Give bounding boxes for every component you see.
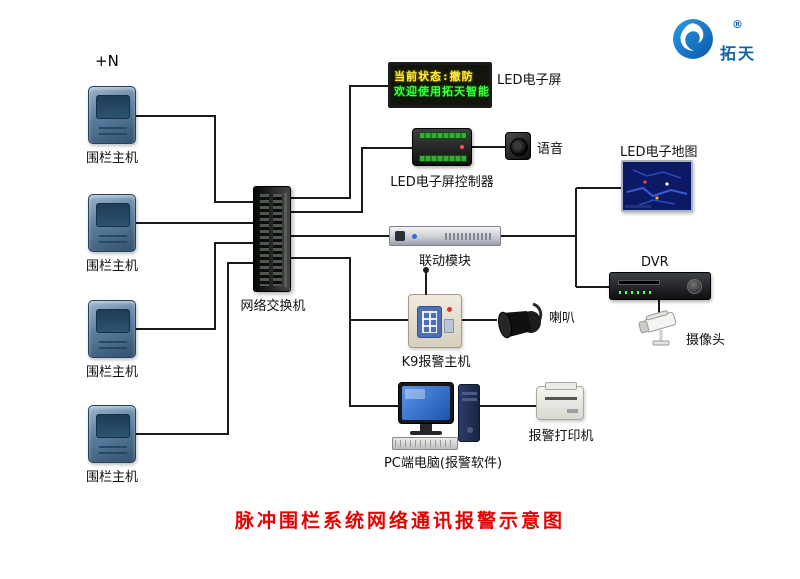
dvr-knob — [687, 279, 702, 294]
k9-display — [444, 319, 454, 333]
pc-monitor — [398, 382, 454, 424]
fence-host-vent — [99, 241, 127, 243]
horn-speaker-device — [497, 298, 547, 342]
module-chip — [395, 231, 405, 241]
fence-host-vent — [99, 133, 127, 135]
dvr-leds — [619, 291, 653, 294]
led-map-device — [621, 160, 693, 212]
camera-device — [636, 308, 684, 350]
speaker-cone — [510, 138, 528, 156]
tower-power-button — [467, 427, 473, 433]
k9-alarm-host-label: K9报警主机 — [401, 355, 471, 370]
led-screen-label: LED电子屏 — [497, 73, 562, 88]
horn-speaker-icon — [498, 302, 543, 339]
led-controller-label: LED电子屏控制器 — [390, 175, 494, 190]
printer-lid — [545, 382, 577, 390]
switch-ports — [260, 194, 269, 286]
terminal-block — [419, 155, 467, 162]
linkage-module-label: 联动模块 — [418, 254, 471, 269]
fence-host-label-4: 围栏主机 — [85, 470, 138, 485]
voice-speaker-device — [505, 132, 531, 160]
fence-host-count-label: +N — [95, 52, 119, 70]
fence-host-label-3: 围栏主机 — [85, 365, 138, 380]
fence-host-vent — [99, 127, 127, 129]
printer-label: 报警打印机 — [528, 429, 594, 444]
fence-host-device-4 — [88, 405, 136, 463]
fence-host-label-1: 围栏主机 — [85, 151, 138, 166]
k9-alarm-host-device — [408, 267, 462, 348]
alarm-printer-device — [536, 382, 584, 420]
fence-host-vent — [99, 341, 127, 343]
fence-host-vent — [99, 446, 127, 448]
pc-monitor-stand — [420, 424, 432, 432]
printer-paper-slot — [545, 397, 577, 400]
network-switch-device — [253, 186, 291, 292]
registered-mark: ® — [732, 18, 743, 31]
diagram-title: 脉冲围栏系统网络通讯报警示意图 — [234, 510, 565, 532]
antenna — [423, 267, 429, 295]
network-switch-label: 网络交换机 — [240, 299, 306, 314]
fence-host-label-2: 围栏主机 — [85, 259, 138, 274]
horn-label: 喇叭 — [549, 311, 576, 326]
led-map-label: LED电子地图 — [620, 145, 698, 160]
led-screen-device: 当前状态:撤防 欢迎使用拓天智能 — [388, 62, 492, 108]
led-screen-text-line2: 欢迎使用拓天智能 — [394, 85, 490, 98]
dvr-label: DVR — [641, 255, 669, 270]
keypad — [417, 306, 442, 338]
tower-drive-bay — [462, 392, 477, 395]
dvr-disc-slot — [618, 280, 660, 285]
fence-host-device-1 — [88, 86, 136, 144]
switch-edge — [284, 193, 287, 287]
module-vents — [445, 233, 493, 240]
tower-drive-bay — [462, 398, 477, 401]
map-graphic — [623, 162, 691, 210]
fence-host-vent — [99, 235, 127, 237]
brand-logo: ® 拓天 — [672, 18, 782, 72]
fence-host-vent — [99, 347, 127, 349]
fence-host-device-2 — [88, 194, 136, 252]
led-screen-text-line1: 当前状态:撤防 — [394, 70, 474, 84]
pc-keyboard — [392, 437, 458, 450]
fence-host-vent — [99, 452, 127, 454]
fence-host-panel — [96, 414, 130, 438]
status-led — [460, 145, 464, 149]
keypad-keys — [422, 311, 437, 333]
fence-host-panel — [96, 309, 130, 333]
module-led — [412, 234, 417, 239]
switch-ports — [273, 194, 282, 286]
fence-host-panel — [96, 203, 130, 227]
printer-panel — [567, 409, 578, 413]
fence-host-panel — [96, 95, 130, 119]
voice-label: 语音 — [537, 142, 564, 157]
pc-monitor-screen — [402, 386, 450, 420]
pc-label: PC端电脑(报警软件) — [383, 456, 503, 471]
pc-tower — [458, 384, 480, 442]
fence-host-device-3 — [88, 300, 136, 358]
dvr-device — [609, 272, 711, 300]
led-controller-device — [412, 128, 472, 166]
terminal-block — [419, 132, 467, 139]
pc-monitor-base — [410, 431, 442, 435]
brand-logo-icon — [673, 19, 713, 59]
camera-label: 摄像头 — [686, 333, 726, 348]
brand-name: 拓天 — [720, 44, 757, 63]
cctv-camera-icon — [638, 310, 677, 346]
status-led — [447, 307, 452, 312]
linkage-module-device — [389, 226, 501, 246]
